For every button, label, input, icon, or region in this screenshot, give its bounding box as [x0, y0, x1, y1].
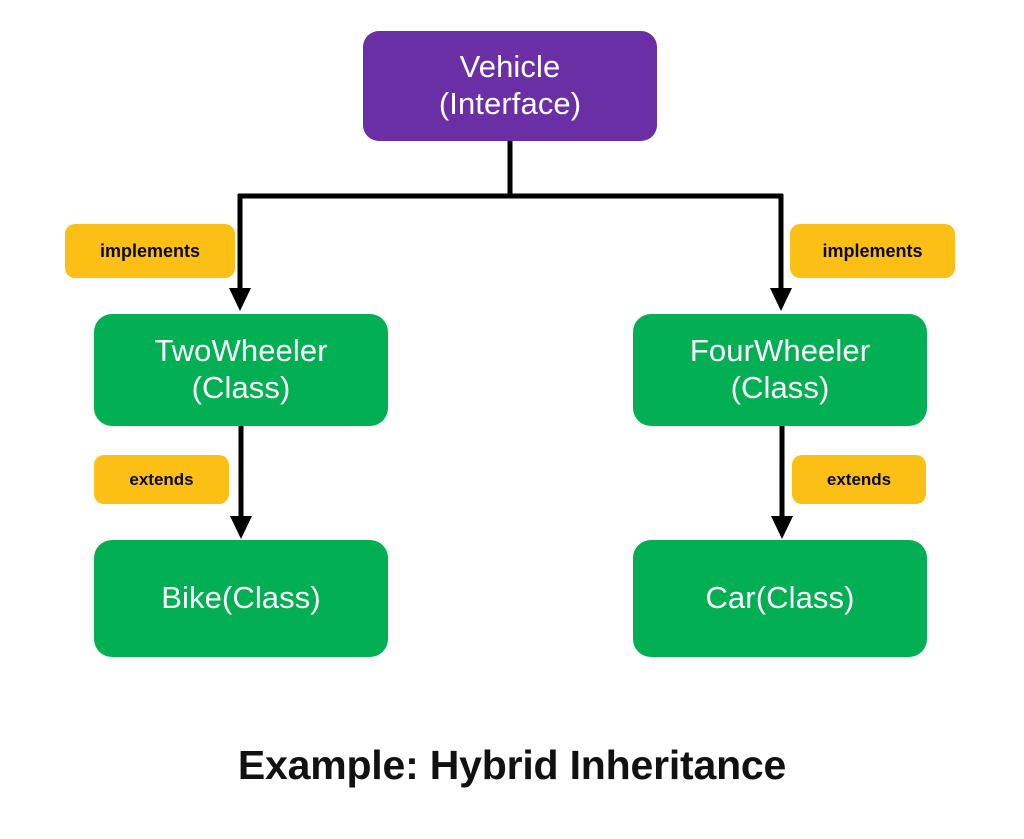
node-fourwheeler-title: FourWheeler	[689, 333, 871, 369]
arrowhead-implements-left	[229, 288, 251, 311]
arrowhead-extends-right	[771, 516, 793, 539]
edge-label-implements-right[interactable]: implements	[790, 224, 955, 278]
node-twowheeler-subtitle: (Class)	[191, 370, 291, 405]
node-vehicle-subtitle: (Interface)	[438, 86, 582, 121]
node-car-title: Car(Class)	[705, 580, 855, 616]
arrowhead-implements-right	[770, 288, 792, 311]
diagram-caption: Example: Hybrid Inheritance	[237, 742, 787, 788]
edge-label-implements-left[interactable]: implements	[65, 224, 235, 278]
node-fourwheeler-class[interactable]: FourWheeler (Class)	[633, 314, 927, 426]
node-twowheeler-title: TwoWheeler	[154, 333, 328, 369]
edge-label-extends-left[interactable]: extends	[94, 455, 229, 504]
node-vehicle-interface[interactable]: Vehicle (Interface)	[363, 31, 657, 141]
edge-label-extends-right[interactable]: extends	[792, 455, 926, 504]
arrowhead-extends-left	[230, 516, 252, 539]
node-twowheeler-class[interactable]: TwoWheeler (Class)	[94, 314, 388, 426]
node-fourwheeler-subtitle: (Class)	[730, 370, 830, 405]
node-car-class[interactable]: Car(Class)	[633, 540, 927, 657]
node-bike-title: Bike(Class)	[161, 580, 321, 616]
node-bike-class[interactable]: Bike(Class)	[94, 540, 388, 657]
node-vehicle-title: Vehicle	[459, 49, 561, 85]
